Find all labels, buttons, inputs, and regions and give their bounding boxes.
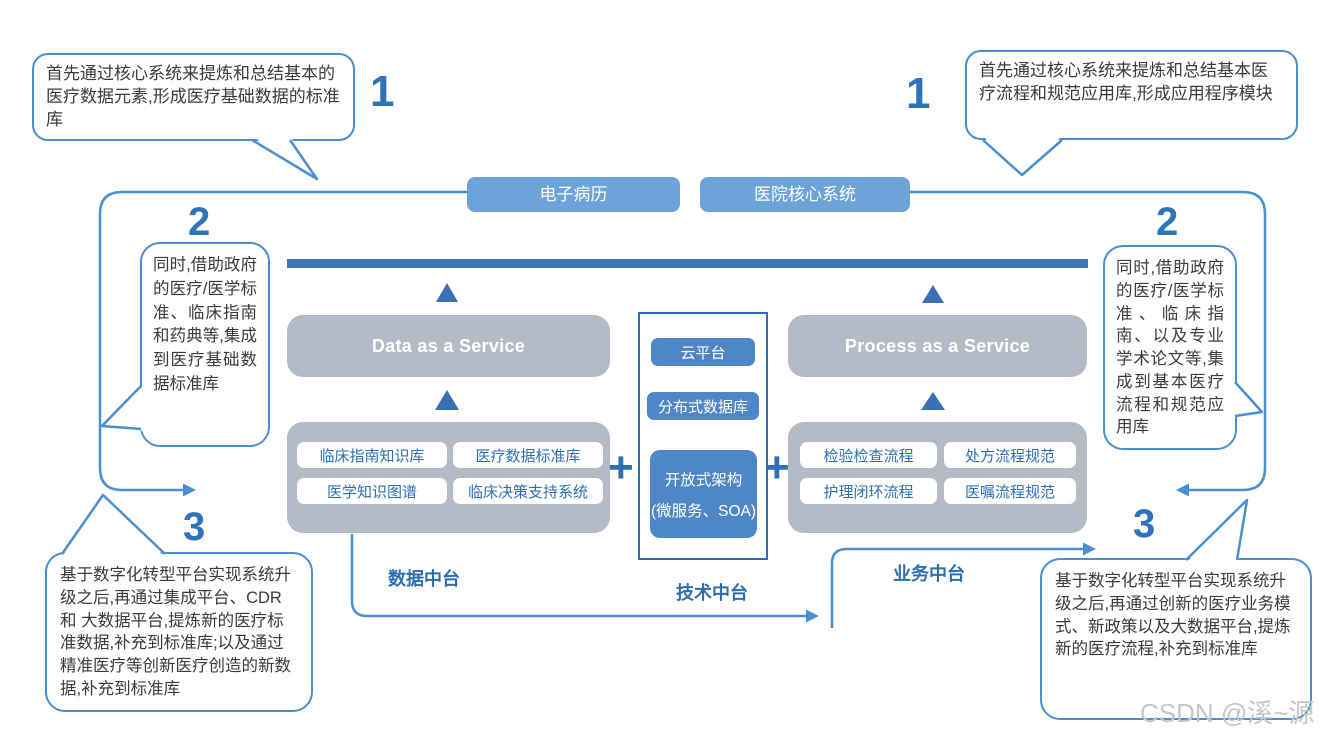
step-number-3-right: 3 bbox=[1133, 502, 1156, 546]
step-number-2-left: 2 bbox=[188, 200, 211, 244]
module-clinical-guideline-kb: 临床指南知识库 bbox=[297, 442, 447, 468]
left-bracket-arrowhead-icon bbox=[183, 483, 196, 497]
tail-fill bbox=[62, 495, 165, 557]
module-cloud-platform: 云平台 bbox=[651, 338, 755, 366]
callout-bottom-left: 基于数字化转型平台实现系统升级之后,再通过集成平台、CDR 和 大数据平台,提炼… bbox=[45, 552, 313, 712]
emr-system-node: 电子病历 bbox=[467, 177, 680, 212]
callout-tail-icon bbox=[982, 139, 1063, 177]
data-platform-label: 数据中台 bbox=[388, 569, 460, 589]
up-triangle-icon bbox=[922, 285, 944, 303]
process-service-title: Process as a Service bbox=[844, 335, 1031, 356]
tail-fill bbox=[102, 384, 145, 431]
plus-sign-left: + bbox=[608, 443, 634, 492]
data-to-tech-arrowhead-icon bbox=[806, 609, 819, 623]
up-triangle-icon bbox=[436, 283, 458, 302]
plus-sign-right: + bbox=[764, 443, 790, 492]
step-number-2-right: 2 bbox=[1156, 200, 1179, 244]
right-bracket-arrowhead-icon bbox=[1176, 483, 1189, 497]
open-architecture-line1: 开放式架构 bbox=[664, 471, 743, 489]
up-triangle-icon bbox=[921, 392, 945, 410]
data-service-title: Data as a Service bbox=[371, 335, 526, 356]
divider-bar bbox=[287, 259, 1088, 268]
tail-fill bbox=[252, 136, 317, 179]
step-number-1-left: 1 bbox=[370, 67, 395, 116]
callout-tail-icon bbox=[1234, 381, 1264, 418]
callout-top-left: 首先通过核心系统来提炼和总结基本的医疗数据元素,形成医疗基础数据的标准库 bbox=[32, 53, 355, 141]
module-open-architecture: 开放式架构 (微服务、SOA) bbox=[650, 450, 757, 538]
module-clinical-decision-support: 临床决策支持系统 bbox=[453, 478, 603, 504]
callout-tail-icon bbox=[251, 138, 319, 181]
module-medical-data-standard-lib: 医疗数据标准库 bbox=[453, 442, 603, 468]
business-platform-label: 业务中台 bbox=[893, 564, 965, 584]
up-triangle-icon bbox=[435, 390, 459, 410]
step-number-1-right: 1 bbox=[906, 69, 931, 118]
module-order-flow: 医嘱流程规范 bbox=[944, 478, 1076, 504]
process-as-a-service-box: Process as a Service bbox=[788, 315, 1087, 377]
callout-top-right: 首先通过核心系统来提炼和总结基本医疗流程和规范应用库,形成应用程序模块 bbox=[965, 50, 1298, 140]
tail-fill bbox=[1186, 500, 1247, 563]
business-arrowhead-icon bbox=[1083, 542, 1096, 556]
hospital-core-system-node: 医院核心系统 bbox=[700, 177, 910, 212]
data-as-a-service-box: Data as a Service bbox=[287, 315, 610, 377]
callout-bottom-right: 基于数字化转型平台实现系统升级之后,再通过创新的医疗业务模式、新政策以及大数据平… bbox=[1040, 558, 1312, 720]
module-nursing-loop-flow: 护理闭环流程 bbox=[800, 478, 937, 504]
callout-mid-left: 同时,借助政府的医疗/医学标准、临床指南和药典等,集成到医疗基础数据标准库 bbox=[140, 242, 270, 447]
callout-mid-right: 同时,借助政府的医疗/医学标准、临床指南、以及专业学术论文等,集成到基本医疗流程… bbox=[1103, 245, 1237, 450]
open-architecture-line2: (微服务、SOA) bbox=[650, 502, 757, 520]
tech-platform-label: 技术中台 bbox=[676, 583, 748, 603]
tail-fill bbox=[983, 136, 1062, 175]
csdn-watermark: CSDN @溪~源 bbox=[1140, 698, 1315, 728]
module-prescription-flow: 处方流程规范 bbox=[944, 442, 1076, 468]
callout-tail-icon bbox=[100, 385, 142, 431]
callout-tail-icon bbox=[60, 493, 166, 555]
module-test-exam-flow: 检验检查流程 bbox=[800, 442, 937, 468]
step-number-3-left: 3 bbox=[183, 505, 206, 549]
module-medical-knowledge-graph: 医学知识图谱 bbox=[297, 478, 447, 504]
callout-tail-icon bbox=[1185, 498, 1249, 561]
module-distributed-database: 分布式数据库 bbox=[647, 392, 759, 420]
